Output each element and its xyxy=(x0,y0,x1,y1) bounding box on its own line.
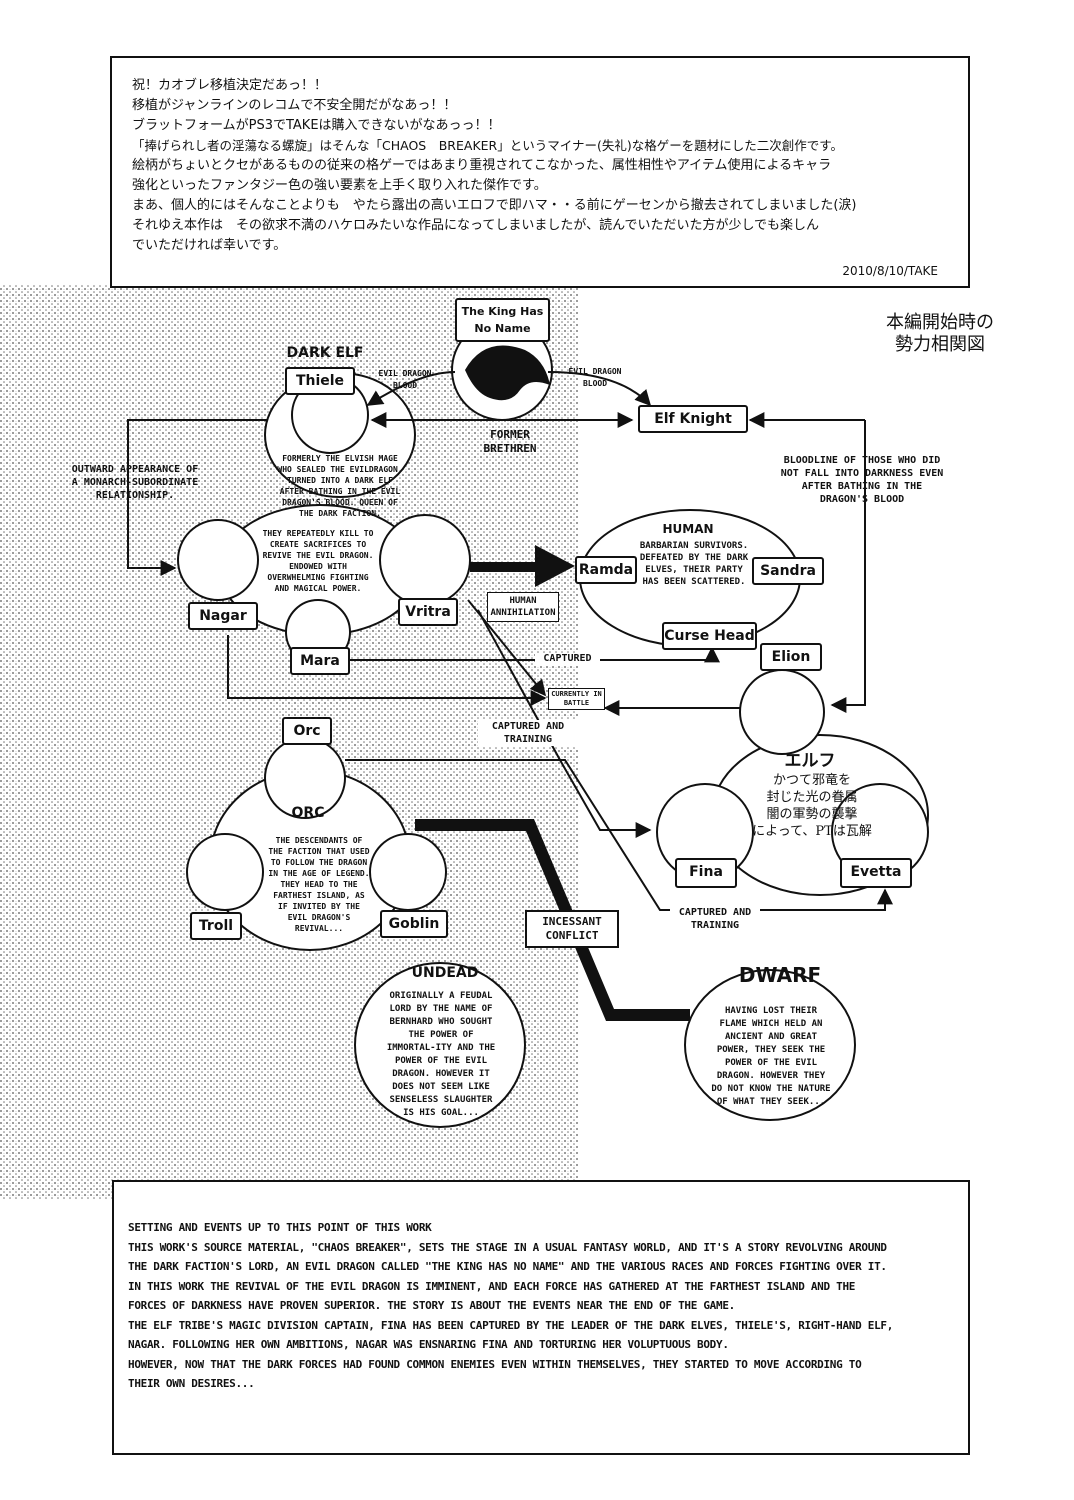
annotation-human-annihilation: HUMAN ANNIHILATION xyxy=(487,592,559,622)
author-note-line: 「捧げられし者の淫蕩なる螺旋」はそんな「CHAOS BREAKER」というマイナ… xyxy=(132,138,843,153)
description-orc: THE DESCENDANTS OF THE FACTION THAT USED… xyxy=(268,836,370,933)
vritra-portrait xyxy=(379,514,471,606)
label-evetta: Evetta xyxy=(840,858,912,888)
human-annihilation-arrow xyxy=(470,545,575,587)
setting-line: THE ELF TRIBE'S MAGIC DIVISION CAPTAIN, … xyxy=(128,1318,894,1332)
label-king: The King Has No Name xyxy=(455,298,550,342)
label-fina: Fina xyxy=(675,858,737,888)
heading-orc: ORC xyxy=(291,805,325,821)
setting-line: HOWEVER, NOW THAT THE DARK FORCES HAD FO… xyxy=(128,1357,862,1371)
undead-ellipse xyxy=(354,962,526,1128)
description-elf-jp-line: かつて邪竜を xyxy=(772,773,851,788)
setting-box: SETTING AND EVENTS UP TO THIS POINT OF T… xyxy=(112,1180,970,1455)
captured-arrow xyxy=(350,646,720,663)
label-elion: Elion xyxy=(760,643,822,671)
evil-blood-left-arrow xyxy=(366,371,456,406)
annotation-evil-blood-left: EVIL DRAGON BLOOD xyxy=(378,369,432,390)
outward-arrow xyxy=(127,419,268,576)
setting-line: THEIR OWN DESIRES... xyxy=(128,1377,255,1390)
author-note-box: 祝！カオブレ移植決定だあっ！！ 移植がジャンラインのレコムで不安全開だがなあっ！… xyxy=(110,56,970,288)
author-note-line: 強化といったファンタジー色の強い要素を上手く取り入れた傑作です。 xyxy=(132,178,547,193)
heading-undead: UNDEAD xyxy=(411,965,479,981)
annotation-former-brethren: FORMER BRETHREN xyxy=(483,428,537,455)
label-ramda: Ramda xyxy=(575,556,637,584)
label-goblin: Goblin xyxy=(380,910,448,938)
captured-training-1-arrow xyxy=(477,609,652,838)
heading-dark-elf: DARK ELF xyxy=(286,345,364,361)
annotation-incessant-conflict: INCESSANT CONFLICT xyxy=(525,910,619,948)
nagar-portrait xyxy=(177,519,259,601)
label-orc: Orc xyxy=(282,717,332,745)
captured-training-2-arrow xyxy=(345,759,893,911)
dwarf-ellipse xyxy=(684,969,856,1121)
setting-line: NAGAR. FOLLOWING HER OWN AMBITIONS, NAGA… xyxy=(128,1338,729,1351)
author-note-line: ブラットフォームがPS3でTAKEは購入できないがなあっっ！！ xyxy=(132,118,501,133)
annotation-captured-training-1: CAPTURED AND TRAINING xyxy=(478,720,578,746)
description-elf-jp-line: によって、PTは瓦解 xyxy=(752,824,872,839)
author-note-line: まあ、個人的にはそんなことよりも やたら露出の高いエロフで即ハマ・・る前にゲーセ… xyxy=(132,198,857,213)
heading-elf-jp: エルフ xyxy=(784,751,836,771)
description-elf-jp-line: 闇の軍勢の襲撃 xyxy=(766,807,858,822)
evil-blood-right-arrow xyxy=(547,371,652,407)
label-thiele: Thiele xyxy=(285,367,355,395)
label-elf-knight: Elf Knight xyxy=(638,405,748,433)
author-note-line: 祝！カオブレ移植決定だあっ！！ xyxy=(132,78,328,93)
annotation-currently-in-battle: CURRENTLY IN BATTLE xyxy=(548,688,605,710)
label-nagar: Nagar xyxy=(188,602,258,630)
annotation-evil-blood-right: EVIL DRAGON BLOOD xyxy=(568,367,622,388)
label-sandra: Sandra xyxy=(752,557,824,585)
description-undead: ORIGINALLY A FEUDAL LORD BY THE NAME OF … xyxy=(386,991,496,1118)
label-troll: Troll xyxy=(190,912,242,940)
description-thiele: FORMERLY THE ELVISH MAGE WHO SEALED THE … xyxy=(277,454,403,518)
heading-dwarf: DWARF xyxy=(738,963,822,987)
annotation-captured-training-2: CAPTURED AND TRAINING xyxy=(670,906,760,932)
description-elf-jp: かつて邪竜を 封じた光の眷属 闇の軍勢の襲撃 によって、PTは瓦解 xyxy=(752,772,872,840)
annotation-outward: OUTWARD APPEARANCE OF A MONARCH-SUBORDIN… xyxy=(71,464,199,501)
heading-human: HUMAN xyxy=(662,522,714,536)
bloodline-arrow xyxy=(830,420,866,713)
goblin-portrait xyxy=(369,833,447,911)
setting-line: THIS WORK'S SOURCE MATERIAL, "CHAOS BREA… xyxy=(128,1240,887,1254)
author-signature: 2010/8/10/TAKE xyxy=(842,264,938,278)
setting-line: FORCES OF DARKNESS HAVE PROVEN SUPERIOR.… xyxy=(128,1299,735,1312)
label-mara: Mara xyxy=(290,647,350,675)
nagar-battle-line xyxy=(227,635,547,706)
chart-title-line: 本編開始時の xyxy=(886,312,994,333)
annotation-bloodline: BLOODLINE OF THOSE WHO DID NOT FALL INTO… xyxy=(780,455,944,505)
chart-title: 本編開始時の 勢力相関図 xyxy=(870,312,1010,356)
dragon-icon xyxy=(465,345,550,401)
label-vritra: Vritra xyxy=(398,598,458,626)
setting-line: THE DARK FACTION'S LORD, AN EVIL DRAGON … xyxy=(128,1260,887,1273)
chart-title-line: 勢力相関図 xyxy=(895,334,985,355)
author-note-line: 絵柄がちょいとクセがあるものの従来の格ゲーではあまり重視されてこなかった、属性相… xyxy=(132,158,832,173)
author-note-line: それゆえ本作は その欲求不満のハケロみたいな作品になってしまいましたが、読んでい… xyxy=(132,218,820,233)
setting-line: IN THIS WORK THE REVIVAL OF THE EVIL DRA… xyxy=(128,1279,856,1293)
description-dwarf: HAVING LOST THEIR FLAME WHICH HELD AN AN… xyxy=(711,1006,831,1107)
author-note-line: でいただければ幸いです。 xyxy=(132,238,287,253)
description-human: BARBARIAN SURVIVORS. DEFEATED BY THE DAR… xyxy=(639,541,749,587)
author-note-line: 移植がジャンラインのレコムで不安全開だがなあっ！！ xyxy=(132,98,457,113)
description-dark-faction: THEY REPEATEDLY KILL TO CREATE SACRIFICE… xyxy=(262,529,374,593)
setting-line: SETTING AND EVENTS UP TO THIS POINT OF T… xyxy=(128,1221,432,1234)
label-curse-head: Curse Head xyxy=(662,622,757,650)
annotation-captured: CAPTURED xyxy=(535,653,600,665)
elion-portrait xyxy=(739,669,825,755)
description-elf-jp-line: 封じた光の眷属 xyxy=(766,790,858,805)
troll-portrait xyxy=(186,833,264,911)
